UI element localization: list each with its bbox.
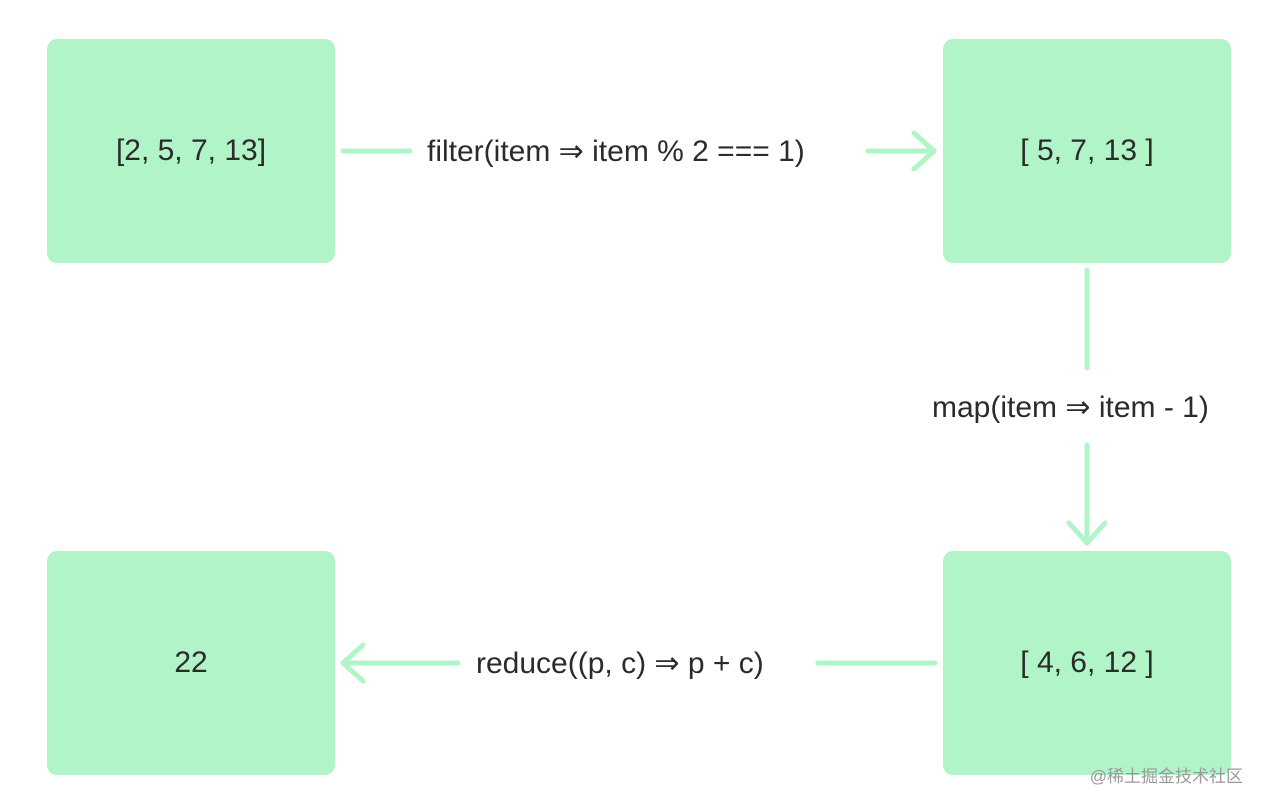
mapped-array-box: [ 4, 6, 12 ] [943, 551, 1231, 775]
map-arrow-head [1066, 520, 1108, 546]
watermark: @稀土掘金技术社区 [1089, 767, 1243, 786]
input-array-box: [2, 5, 7, 13] [47, 39, 335, 263]
filter-edge-label: filter(item ⇒ item % 2 === 1) [427, 134, 805, 170]
map-edge-label: map(item ⇒ item - 1) [932, 390, 1209, 426]
reduce-arrow-head [340, 642, 366, 684]
filtered-array-value: [ 5, 7, 13 ] [1020, 134, 1154, 167]
reduced-result-value: 22 [174, 646, 208, 679]
reduced-result-box: 22 [47, 551, 335, 775]
filter-arrow-head [911, 130, 937, 172]
mapped-array-value: [ 4, 6, 12 ] [1020, 646, 1154, 679]
input-array-value: [2, 5, 7, 13] [115, 134, 267, 167]
reduce-edge-label: reduce((p, c) ⇒ p + c) [476, 646, 764, 682]
filtered-array-box: [ 5, 7, 13 ] [943, 39, 1231, 263]
